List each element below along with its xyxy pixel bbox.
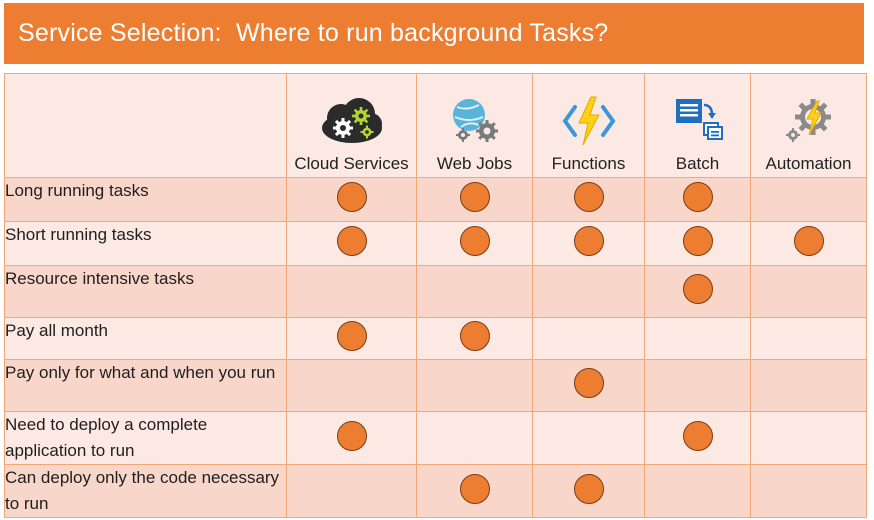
table-cell bbox=[532, 265, 645, 318]
table-row: Can deploy only the code necessary to ru… bbox=[4, 464, 867, 518]
supported-dot bbox=[573, 182, 604, 212]
gear-lightning-icon bbox=[774, 90, 844, 152]
table-row: Long running tasks bbox=[4, 177, 867, 222]
table-cell bbox=[644, 359, 751, 412]
column-header-automation: Automation bbox=[750, 73, 867, 178]
table-cell bbox=[750, 411, 867, 465]
table-cell bbox=[532, 411, 645, 465]
title-bar: Service Selection: Where to run backgrou… bbox=[4, 3, 864, 64]
table-cell bbox=[644, 317, 751, 360]
lightning-brackets-icon bbox=[554, 90, 624, 152]
column-label: Functions bbox=[551, 154, 626, 173]
row-label: Can deploy only the code necessary to ru… bbox=[4, 464, 287, 518]
cloud-gears-icon bbox=[317, 90, 387, 152]
header-row: Cloud Services bbox=[4, 73, 867, 178]
table-cell bbox=[532, 317, 645, 360]
page-title: Service Selection: Where to run backgrou… bbox=[18, 19, 609, 47]
table-cell bbox=[750, 359, 867, 412]
table-cell bbox=[644, 221, 751, 266]
table-cell bbox=[416, 177, 533, 222]
supported-dot bbox=[459, 182, 490, 212]
supported-dot bbox=[336, 226, 367, 256]
globe-gears-icon bbox=[440, 90, 510, 152]
column-label: Automation bbox=[765, 154, 852, 173]
table-cell bbox=[416, 411, 533, 465]
table-cell bbox=[750, 317, 867, 360]
row-label: Resource intensive tasks bbox=[4, 265, 287, 318]
column-label: Batch bbox=[675, 154, 720, 173]
supported-dot bbox=[459, 226, 490, 256]
row-label: Pay only for what and when you run bbox=[4, 359, 287, 412]
table-cell bbox=[416, 317, 533, 360]
table-cell bbox=[532, 221, 645, 266]
table-cell bbox=[644, 265, 751, 318]
table-cell bbox=[750, 265, 867, 318]
column-header-batch: Batch bbox=[644, 73, 751, 178]
column-header-functions: Functions bbox=[532, 73, 645, 178]
supported-dot bbox=[336, 321, 367, 351]
table-cell bbox=[532, 464, 645, 518]
row-label: Long running tasks bbox=[4, 177, 287, 222]
column-label: Web Jobs bbox=[436, 154, 513, 173]
supported-dot bbox=[682, 274, 713, 304]
row-label: Need to deploy a complete application to… bbox=[4, 411, 287, 465]
table-cell bbox=[286, 265, 417, 318]
supported-dot bbox=[573, 368, 604, 398]
table-cell bbox=[416, 265, 533, 318]
table-cell bbox=[286, 177, 417, 222]
table-cell bbox=[286, 317, 417, 360]
supported-dot bbox=[336, 420, 367, 451]
column-header-cloud-services: Cloud Services bbox=[286, 73, 417, 178]
header-corner bbox=[4, 73, 287, 178]
table-cell bbox=[750, 177, 867, 222]
supported-dot bbox=[459, 473, 490, 504]
supported-dot bbox=[682, 420, 713, 451]
table-row: Need to deploy a complete application to… bbox=[4, 411, 867, 465]
column-header-web-jobs: Web Jobs bbox=[416, 73, 533, 178]
supported-dot bbox=[793, 226, 824, 256]
column-label: Cloud Services bbox=[294, 154, 409, 173]
table-cell bbox=[644, 177, 751, 222]
table-row: Short running tasks bbox=[4, 221, 867, 266]
table-row: Pay all month bbox=[4, 317, 867, 360]
table-cell bbox=[286, 221, 417, 266]
table-cell bbox=[416, 359, 533, 412]
table-cell bbox=[286, 359, 417, 412]
supported-dot bbox=[682, 226, 713, 256]
table-cell bbox=[532, 177, 645, 222]
supported-dot bbox=[682, 182, 713, 212]
table-cell bbox=[750, 221, 867, 266]
table-cell bbox=[644, 464, 751, 518]
row-label: Short running tasks bbox=[4, 221, 287, 266]
table-row: Resource intensive tasks bbox=[4, 265, 867, 318]
table-cell bbox=[286, 464, 417, 518]
row-label: Pay all month bbox=[4, 317, 287, 360]
table-cell bbox=[286, 411, 417, 465]
table-cell bbox=[416, 221, 533, 266]
table-cell bbox=[750, 464, 867, 518]
supported-dot bbox=[459, 321, 490, 351]
supported-dot bbox=[573, 226, 604, 256]
comparison-table: Cloud Services bbox=[4, 73, 867, 518]
batch-documents-icon bbox=[663, 90, 733, 152]
table-cell bbox=[644, 411, 751, 465]
supported-dot bbox=[573, 473, 604, 504]
table-cell bbox=[532, 359, 645, 412]
supported-dot bbox=[336, 182, 367, 212]
table-row: Pay only for what and when you run bbox=[4, 359, 867, 412]
table-cell bbox=[416, 464, 533, 518]
